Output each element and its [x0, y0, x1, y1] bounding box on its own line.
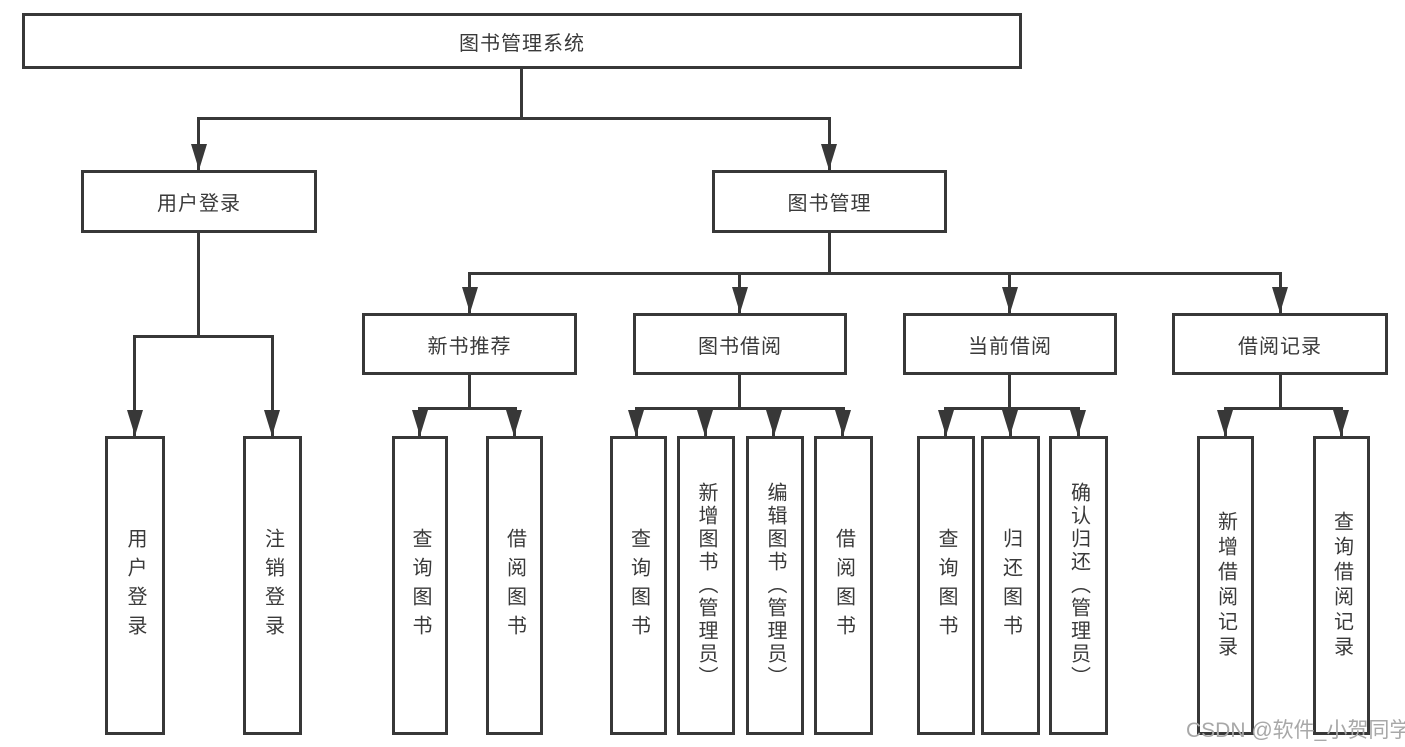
- node-current-borrow: 当前借阅: [903, 313, 1117, 375]
- node-label: 图书管理: [787, 193, 872, 215]
- arrowhead-down-icon: [1333, 410, 1349, 436]
- arrowhead-down-icon: [1002, 410, 1018, 436]
- csdn-watermark: CSDN @软件_小贺同学: [1186, 719, 1405, 742]
- arrowhead-down-icon: [628, 410, 644, 436]
- arrowhead-down-icon: [821, 144, 837, 170]
- node-label: 当前借阅: [968, 335, 1052, 358]
- connector-line: [635, 407, 845, 410]
- connector-line: [271, 335, 274, 436]
- leaf-query-book-borrow: 查询图书: [610, 436, 667, 735]
- leaf-logout: 注销登录: [243, 436, 302, 735]
- node-book-management: 图书管理: [712, 170, 947, 233]
- arrowhead-down-icon: [835, 410, 851, 436]
- leaf-query-borrow-record: 查询借阅记录: [1313, 436, 1370, 735]
- node-label: 新书推荐: [427, 335, 512, 358]
- arrowhead-down-icon: [697, 410, 713, 436]
- arrowhead-down-icon: [1272, 287, 1288, 313]
- arrowhead-down-icon: [462, 287, 478, 313]
- leaf-borrow-book-recommend: 借阅图书: [486, 436, 543, 735]
- node-label: 用户登录: [124, 527, 146, 644]
- node-label: 新增借阅记录: [1214, 510, 1237, 661]
- node-label: 归还图书: [999, 527, 1022, 644]
- connector-line: [1224, 407, 1343, 410]
- connector-line: [418, 407, 517, 410]
- node-book-borrow: 图书借阅: [633, 313, 847, 375]
- leaf-confirm-return-admin: 确认归还（管理员）: [1049, 436, 1108, 735]
- leaf-user-login: 用户登录: [105, 436, 165, 735]
- arrowhead-down-icon: [1217, 410, 1233, 436]
- connector-line: [197, 117, 200, 170]
- arrowhead-down-icon: [766, 410, 782, 436]
- node-label: 查询借阅记录: [1330, 510, 1353, 661]
- arrowhead-down-icon: [1070, 410, 1086, 436]
- leaf-query-book-recommend: 查询图书: [392, 436, 448, 735]
- node-label: 编辑图书（管理员）: [764, 482, 786, 689]
- node-label: 用户登录: [157, 193, 241, 215]
- connector-line: [197, 233, 200, 337]
- node-label: 图书借阅: [698, 335, 782, 358]
- leaf-add-borrow-record: 新增借阅记录: [1197, 436, 1254, 735]
- node-label: 注销登录: [261, 527, 284, 644]
- node-label: 查询图书: [935, 527, 957, 644]
- arrowhead-down-icon: [938, 410, 954, 436]
- connector-line: [468, 272, 1282, 275]
- node-label: 查询图书: [409, 527, 431, 644]
- leaf-edit-book-admin: 编辑图书（管理员）: [746, 436, 804, 735]
- connector-line: [944, 407, 1080, 410]
- connector-line: [133, 335, 136, 436]
- arrowhead-down-icon: [1002, 287, 1018, 313]
- connector-line: [828, 233, 831, 274]
- node-user-login: 用户登录: [81, 170, 317, 233]
- connector-line: [828, 117, 831, 170]
- connector-line: [738, 375, 741, 409]
- node-label: 图书管理系统: [459, 32, 585, 55]
- node-label: 借阅图书: [503, 527, 526, 644]
- arrowhead-down-icon: [412, 410, 428, 436]
- leaf-add-book-admin: 新增图书（管理员）: [677, 436, 735, 735]
- node-label: 借阅记录: [1238, 335, 1322, 358]
- node-label: 新增图书（管理员）: [695, 482, 717, 689]
- node-new-book-recommend: 新书推荐: [362, 313, 577, 375]
- connector-line: [133, 335, 274, 338]
- leaf-return-book: 归还图书: [981, 436, 1040, 735]
- connector-line: [468, 375, 471, 409]
- arrowhead-down-icon: [264, 410, 280, 436]
- node-label: 借阅图书: [832, 527, 855, 644]
- arrowhead-down-icon: [506, 410, 522, 436]
- node-label: 查询图书: [627, 527, 650, 644]
- node-borrow-records: 借阅记录: [1172, 313, 1388, 375]
- connector-line: [1279, 375, 1282, 409]
- leaf-query-book-current: 查询图书: [917, 436, 975, 735]
- connector-line: [520, 69, 523, 119]
- node-label: 确认归还（管理员）: [1067, 482, 1090, 689]
- connector-line: [197, 117, 831, 120]
- arrowhead-down-icon: [191, 144, 207, 170]
- node-root-system: 图书管理系统: [22, 13, 1022, 69]
- leaf-borrow-book: 借阅图书: [814, 436, 873, 735]
- arrowhead-down-icon: [732, 287, 748, 313]
- arrowhead-down-icon: [127, 410, 143, 436]
- connector-line: [1008, 375, 1011, 409]
